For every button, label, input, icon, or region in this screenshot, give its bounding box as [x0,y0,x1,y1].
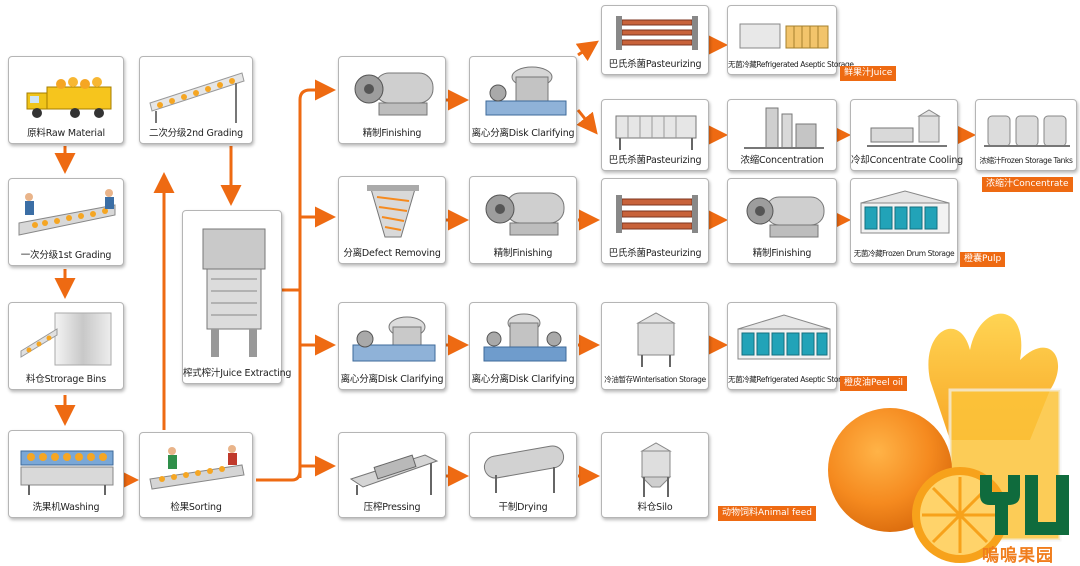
concentrate-cooling-box: 冷却Concentrate Cooling [850,99,963,171]
first-grading-box: 一次分级1st Grading [8,178,124,266]
aseptic-storage-2-label: 无菌冷藏Refrigerated Aseptic Storage [728,375,854,384]
pasteurizing-2-label: 巴氏杀菌Pasteurizing [608,155,702,166]
cooling-unit-icon [867,109,947,147]
dryer-drum-icon [483,445,565,493]
winterisation-storage-label: 冷油暂存Winterisation Storage [604,375,706,384]
washer-icon [20,450,114,495]
heat-exchanger-icon [616,16,698,50]
concentration-label: 浓缩Concentration [740,155,824,166]
finisher-icon [485,192,565,236]
pasteurizing-1-label: 巴氏杀菌Pasteurizing [608,59,702,70]
finishing-3-box: 精制Finishing [727,178,837,264]
pasteurizing-3-label: 巴氏杀菌Pasteurizing [608,248,702,259]
heat-exchanger-icon [616,195,698,233]
finishing-2-box: 精制Finishing [469,176,577,264]
disk-clarifying-1-box: 离心分离Disk Clarifying [469,56,577,144]
drying-box: 干制Drying [469,432,577,518]
sorting-box: 检果Sorting [139,432,253,518]
centrifuge-icon [352,316,436,362]
cyclone-separator-icon [367,185,419,238]
frozen-drum-storage-box: 无菌冷藏Frozen Drum Storage [850,178,958,264]
storage-bin-icon [20,312,112,366]
disk-clarifying-2-box: 离心分离Disk Clarifying [338,302,446,390]
aseptic-storage-1-label: 无菌冷藏Refrigerated Aseptic Storage [728,60,854,69]
centrifuge-icon [483,313,567,362]
winterisation-storage-box: 冷油暂存Winterisation Storage [601,302,709,390]
first-grading-label: 一次分级1st Grading [20,250,112,261]
frozen-storage-tanks-label: 浓缩汁Frozen Storage Tanks [979,156,1073,165]
raw-material-label: 原料Raw Material [27,128,105,139]
cold-storage-icon [737,314,831,360]
defect-removing-label: 分离Defect Removing [343,248,441,259]
silo-box: 料仓Silo [601,432,709,518]
storage-bins-box: 料仓Strorage Bins [8,302,124,390]
evaporator-icon [744,107,824,149]
disk-clarifying-3-box: 离心分离Disk Clarifying [469,302,577,390]
grading-conveyor-icon [18,189,116,236]
disk-clarifying-2-label: 离心分离Disk Clarifying [340,374,444,385]
pressing-box: 压榨Pressing [338,432,446,518]
second-grading-box: 二次分级2nd Grading [139,56,253,144]
defect-removing-box: 分离Defect Removing [338,176,446,264]
aseptic-storage-2-box: 无菌冷藏Refrigerated Aseptic Storage [727,302,854,390]
juice-extracting-box: 榨式榨汁Juice Extracting [182,210,292,384]
orange-juice-illustration [828,313,1069,563]
concentration-box: 浓缩Concentration [727,99,837,171]
disk-clarifying-1-label: 离心分离Disk Clarifying [471,128,575,139]
juice-product-tag: 鲜果汁Juice [840,66,897,81]
finisher-icon [354,72,434,116]
storage-bins-label: 料仓Strorage Bins [25,374,106,385]
storage-tank-icon [636,312,676,367]
plate-pasteurizer-icon [615,115,697,150]
finishing-1-box: 精制Finishing [338,56,446,144]
press-machine-icon [349,454,439,495]
pasteurizing-3-box: 巴氏杀菌Pasteurizing [601,178,709,264]
cold-storage-icon [860,190,950,234]
pasteurizing-2-box: 巴氏杀菌Pasteurizing [601,99,709,171]
disk-clarifying-3-label: 离心分离Disk Clarifying [471,374,575,385]
truck-icon [26,77,112,118]
storage-tanks-icon [984,115,1070,147]
frozen-storage-tanks-box: 浓缩汁Frozen Storage Tanks [975,99,1077,171]
sorting-table-icon [149,445,245,490]
drying-label: 干制Drying [498,502,548,513]
pressing-label: 压榨Pressing [363,502,421,513]
finishing-3-label: 精制Finishing [752,248,812,259]
raw-material-box: 原料Raw Material [8,56,124,144]
sorting-label: 检果Sorting [170,502,222,513]
extractor-machine-icon [202,228,266,357]
washing-box: 洗果机Washing [8,430,124,518]
concentrate-cooling-label: 冷却Concentrate Cooling [851,155,963,166]
logo-text: 嗚嗚果园 [982,546,1054,566]
second-grading-label: 二次分级2nd Grading [149,128,243,139]
centrifuge-icon [485,66,567,116]
pasteurizing-1-box: 巴氏杀菌Pasteurizing [601,5,709,75]
pulp-product-tag: 橙囊Pulp [960,252,1006,267]
juice-extracting-label: 榨式榨汁Juice Extracting [183,368,292,379]
frozen-drum-storage-label: 无菌冷藏Frozen Drum Storage [853,249,955,258]
finishing-2-label: 精制Finishing [493,248,553,259]
silo-icon [640,442,672,497]
aseptic-tank-icon [739,23,829,49]
peel-oil-product-tag: 橙皮油Peel oil [840,376,908,391]
silo-label: 料仓Silo [637,502,673,513]
finishing-1-label: 精制Finishing [362,128,422,139]
concentrate-product-tag: 浓缩汁Concentrate [982,177,1073,192]
finisher-icon [746,196,825,238]
grading-roller-icon [149,72,245,123]
aseptic-storage-1-box: 无菌冷藏Refrigerated Aseptic Storage [727,5,854,75]
animal-feed-product-tag: 动物饲料Animal feed [718,506,816,521]
washing-label: 洗果机Washing [32,502,100,513]
